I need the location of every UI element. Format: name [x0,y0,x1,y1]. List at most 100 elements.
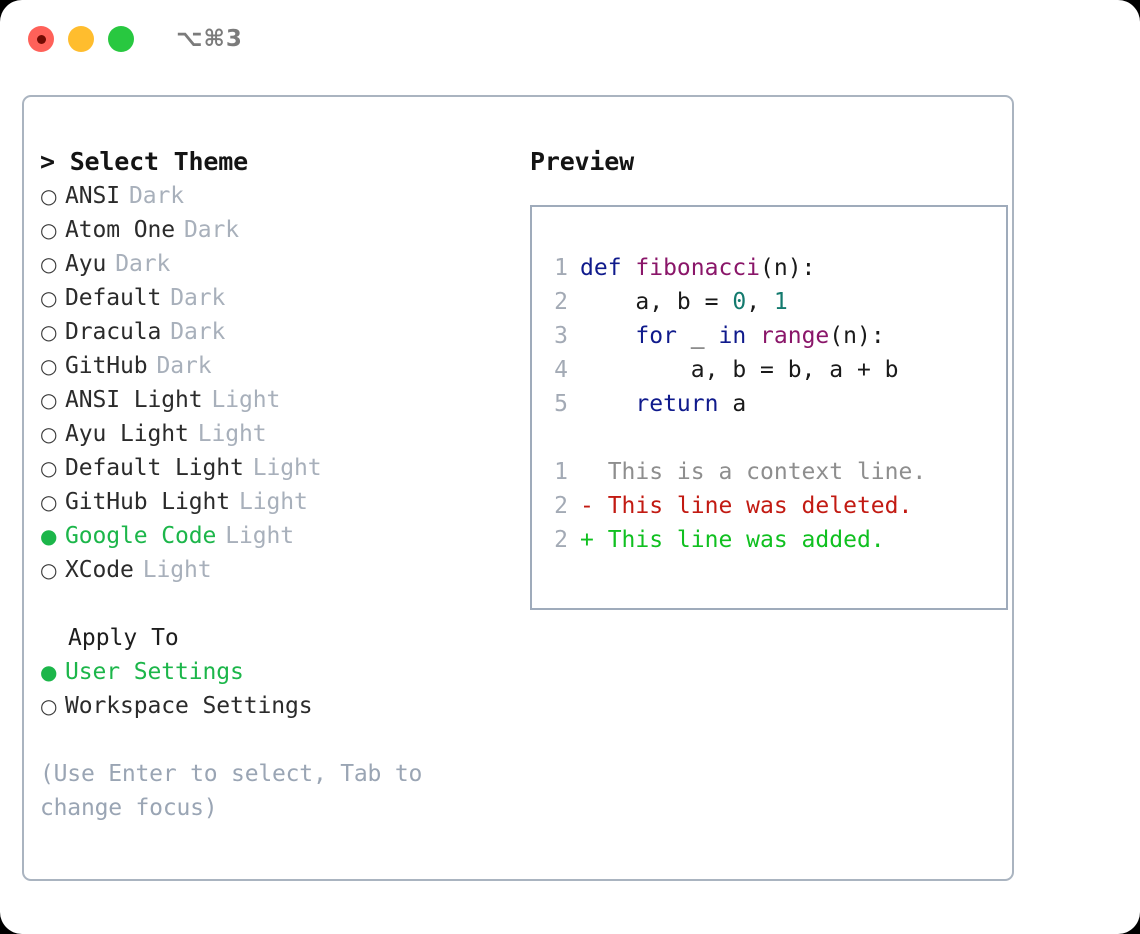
diff-line-text: + This line was added. [580,527,885,553]
code-line: 1 def fibonacci(n): [532,251,1006,285]
apply-to-header: Apply To [68,625,179,651]
theme-option-xcode[interactable]: ○ XCode Light [40,553,508,587]
code-token-num: 1 [773,289,788,315]
radio-unselected-icon: ○ [40,558,58,582]
theme-option-label: ANSI Light [65,387,203,413]
diff-snippet: 1 This is a context line. 2 - This line wa… [532,455,1006,557]
theme-option-kind-badge: Light [238,489,308,515]
close-button[interactable] [28,26,54,52]
apply-to-option-user-settings[interactable]: ● User Settings [40,655,508,689]
code-token-kw: return [635,391,719,417]
code-line: 3 for _ in range(n): [532,319,1006,353]
code-token-kw: in [718,323,747,349]
theme-option-label: Atom One [65,217,175,243]
theme-option-label: Ayu [65,251,107,277]
code-token-num: 0 [732,289,747,315]
radio-unselected-icon: ○ [40,252,58,276]
code-token-kw: def [580,255,636,281]
theme-option-label: XCode [65,557,134,583]
diff-line: 2 + This line was added. [532,523,1006,557]
code-token-pln: (n): [760,255,816,281]
theme-option-default[interactable]: ○ Default Dark [40,281,508,315]
code-line: 2 a, b = 0, 1 [532,285,1006,319]
diff-line-text: This is a context line. [580,459,927,485]
theme-option-kind-badge: Light [197,421,267,447]
theme-option-kind-badge: Light [252,455,322,481]
radio-selected-icon: ● [40,660,58,684]
apply-to-option-label: User Settings [65,659,244,685]
code-line-text: def fibonacci(n): [580,251,815,285]
code-diff-spacer [532,421,1006,455]
code-line-number: 5 [554,391,568,417]
theme-option-label: GitHub Light [65,489,230,515]
diff-line: 2 - This line was deleted. [532,489,1006,523]
apply-to-option-label: Workspace Settings [65,693,313,719]
theme-option-kind-badge: Dark [115,251,171,277]
diff-line-text: - This line was deleted. [580,493,913,519]
theme-option-default-light[interactable]: ○ Default Light Light [40,451,508,485]
code-line-number: 2 [554,289,568,315]
theme-option-ansi-light[interactable]: ○ ANSI Light Light [40,383,508,417]
code-line-number: 4 [554,357,568,383]
diff-line: 1 This is a context line. [532,455,1006,489]
code-line-text: a, b = 0, 1 [580,285,788,319]
keyboard-hint-text: (Use Enter to select, Tab to change focu… [40,761,423,821]
theme-option-label: Default [65,285,162,311]
title-bar: ⌥⌘3 [0,0,1140,78]
maximize-button[interactable] [108,26,134,52]
select-theme-header: > Select Theme [40,147,248,176]
theme-option-kind-badge: Dark [129,183,184,209]
theme-option-kind-badge: Dark [183,217,239,243]
theme-option-kind-badge: Light [142,557,212,583]
radio-selected-icon: ● [40,524,58,548]
theme-option-kind-badge: Light [211,387,281,413]
code-line-text: return a [580,387,746,421]
theme-option-label: Google Code [65,523,217,549]
theme-option-github-light[interactable]: ○ GitHub Light Light [40,485,508,519]
code-token-pln [746,323,760,349]
code-line: 5 return a [532,387,1006,421]
code-line-number: 1 [554,255,568,281]
theme-option-label: Default Light [65,455,244,481]
preview-title: Preview [530,147,634,176]
code-token-pln: a, b = [580,289,733,315]
diff-line-number: 2 [554,493,568,519]
apply-to-option-workspace-settings[interactable]: ○Workspace Settings [40,689,508,723]
theme-option-kind-badge: Dark [170,285,226,311]
diff-line-number: 1 [554,459,568,485]
theme-option-ayu[interactable]: ○ Ayu Dark [40,247,508,281]
keyboard-shortcut-label: ⌥⌘3 [176,26,243,52]
diff-line-number: 2 [554,527,568,553]
radio-unselected-icon: ○ [40,490,58,514]
radio-unselected-icon: ○ [40,388,58,412]
code-token-kw: for [635,323,677,349]
radio-unselected-icon: ○ [40,456,58,480]
code-token-pln: (n): [829,323,885,349]
code-token-pln: , [746,289,774,315]
radio-unselected-icon: ○ [40,354,58,378]
radio-unselected-icon: ○ [40,286,58,310]
code-token-pln [580,323,635,349]
theme-option-kind-badge: Dark [170,319,226,345]
minimize-button[interactable] [68,26,94,52]
theme-option-label: GitHub [65,353,148,379]
code-line-text: a, b = b, a + b [580,353,899,387]
code-token-pln [580,391,635,417]
radio-unselected-icon: ○ [40,422,58,446]
code-line: 4 a, b = b, a + b [532,353,1006,387]
traffic-lights [28,26,134,52]
code-token-fn: range [760,323,830,349]
